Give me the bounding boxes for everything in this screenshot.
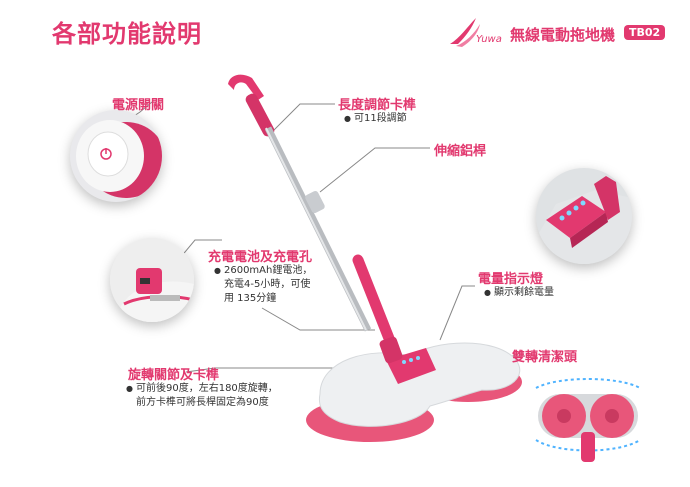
label-indicator: 電量指示燈 xyxy=(478,272,544,287)
brand-header: Yuwa 無線電動拖地機 TB02 xyxy=(446,16,666,50)
product-name: 無線電動拖地機 xyxy=(510,26,616,44)
model-badge: TB02 xyxy=(624,25,666,40)
note-rotating-joint-1: 可前後90度，左右180度旋轉， xyxy=(126,382,278,396)
note-rotating-joint-2: 前方卡榫可將長桿固定為90度 xyxy=(136,397,269,408)
note-battery-1: 2600mAh鋰電池， xyxy=(214,264,312,278)
indicator-detail xyxy=(536,168,632,264)
brand-name: Yuwa xyxy=(476,34,502,45)
note-indicator: 顯示剩餘電量 xyxy=(484,286,554,300)
indicator-image xyxy=(536,176,632,264)
power-switch-detail xyxy=(70,110,162,202)
battery-detail xyxy=(110,238,194,322)
battery-image xyxy=(110,238,194,322)
mop-illustration xyxy=(228,74,522,442)
note-battery-3: 用 135分鐘 xyxy=(224,293,277,304)
leader-battery-circle xyxy=(179,239,222,259)
leader-indicator xyxy=(439,285,475,341)
brand-logo xyxy=(450,18,480,47)
leader-battery xyxy=(261,307,375,331)
label-dual-head: 雙轉清潔頭 xyxy=(512,350,578,365)
aluminium-rod xyxy=(264,126,372,332)
label-telescopic-rod: 伸縮鋁桿 xyxy=(434,144,487,159)
note-length-clip: 可11段調節 xyxy=(344,112,407,126)
note-battery-2: 充電4-5小時，可使 xyxy=(224,279,311,290)
handle-grip xyxy=(228,74,264,100)
page-title: 各部功能說明 xyxy=(52,20,202,48)
rotating-joint xyxy=(379,336,403,364)
dual-head-diagram xyxy=(535,378,641,462)
battery-tube xyxy=(352,254,398,352)
leader-rod xyxy=(319,147,430,193)
label-battery: 充電電池及充電孔 xyxy=(208,250,313,265)
label-length-clip: 長度調節卡榫 xyxy=(338,98,417,113)
leader-length xyxy=(271,103,335,133)
label-rotating-joint: 旋轉關節及卡榫 xyxy=(128,368,220,383)
label-power-switch: 電源開關 xyxy=(112,98,165,113)
power-switch-image xyxy=(76,120,162,198)
